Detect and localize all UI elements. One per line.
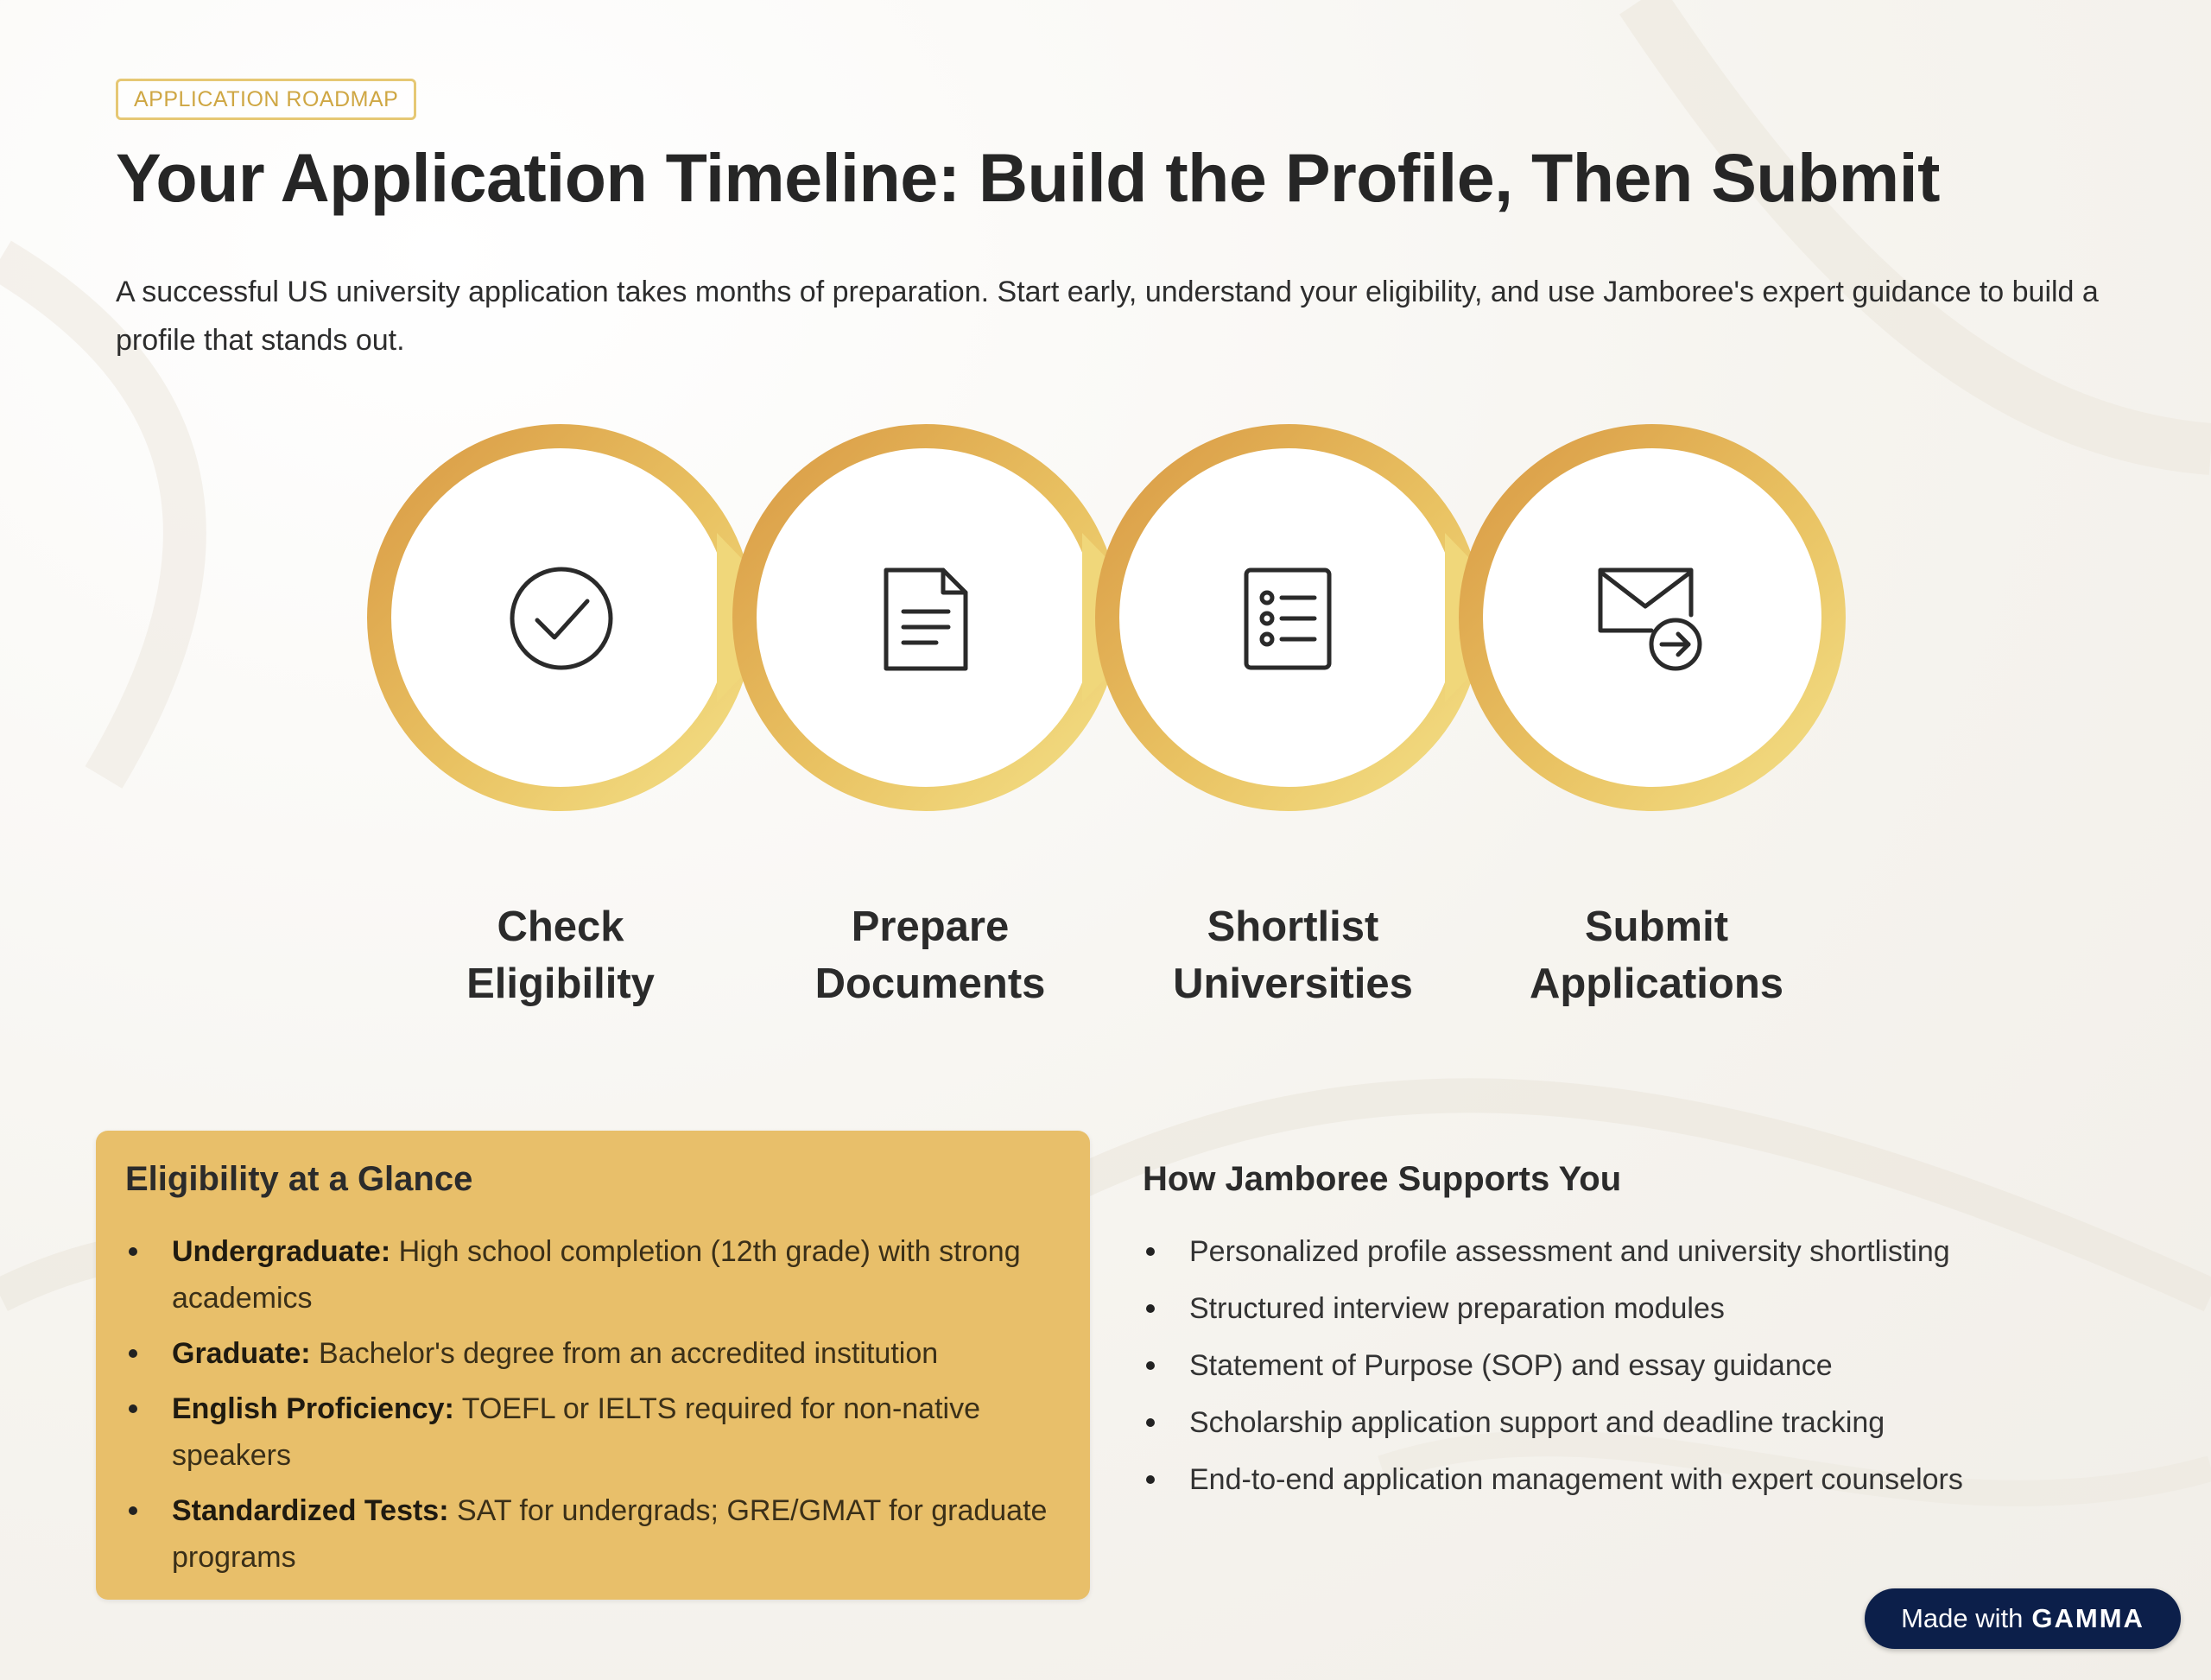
list-icon [1244,567,1332,670]
list-item: Statement of Purpose (SOP) and essay gui… [1143,1342,2136,1389]
gamma-logo: GAMMA [2031,1603,2144,1633]
list-item: Undergraduate: High school completion (1… [125,1228,1061,1322]
made-with-label: Made with [1901,1603,2024,1633]
step-label-submit-applications: Submit Applications [1529,903,1784,1007]
list-item: Personalized profile assessment and univ… [1143,1228,2136,1275]
step-circle-4 [1459,424,1846,811]
step-label-check-eligibility: Check Eligibility [466,903,655,1007]
list-item: Scholarship application support and dead… [1143,1399,2136,1446]
step-label-shortlist-universities: Shortlist Universities [1173,903,1413,1007]
timeline-steps [367,424,1846,811]
list-item: Graduate: Bachelor's degree from an accr… [125,1330,1061,1377]
document-icon [884,567,968,671]
page-title: Your Application Timeline: Build the Pro… [116,139,1940,216]
step-circle-1 [367,424,799,811]
support-list: Personalized profile assessment and univ… [1143,1228,2136,1503]
check-circle-icon [510,567,613,670]
list-item: Standardized Tests: SAT for undergrads; … [125,1487,1061,1581]
mail-send-icon [1598,567,1702,671]
eligibility-list: Undergraduate: High school completion (1… [125,1228,1061,1581]
list-item: English Proficiency: TOEFL or IELTS requ… [125,1385,1061,1479]
eligibility-heading: Eligibility at a Glance [125,1160,473,1198]
support-heading: How Jamboree Supports You [1143,1160,1622,1198]
step-label-prepare-documents: Prepare Documents [814,903,1046,1007]
intro-paragraph: A successful US university application t… [116,276,2099,357]
list-item: Structured interview preparation modules [1143,1285,2136,1332]
list-item: End-to-end application management with e… [1143,1456,2136,1503]
section-badge: APPLICATION ROADMAP [116,79,417,120]
support-section: How Jamboree Supports You Personalized p… [1143,1160,2136,1513]
eligibility-card: Eligibility at a Glance Undergraduate: H… [96,1131,1090,1600]
made-with-gamma-button[interactable]: Made with GAMMA [1865,1588,2181,1649]
